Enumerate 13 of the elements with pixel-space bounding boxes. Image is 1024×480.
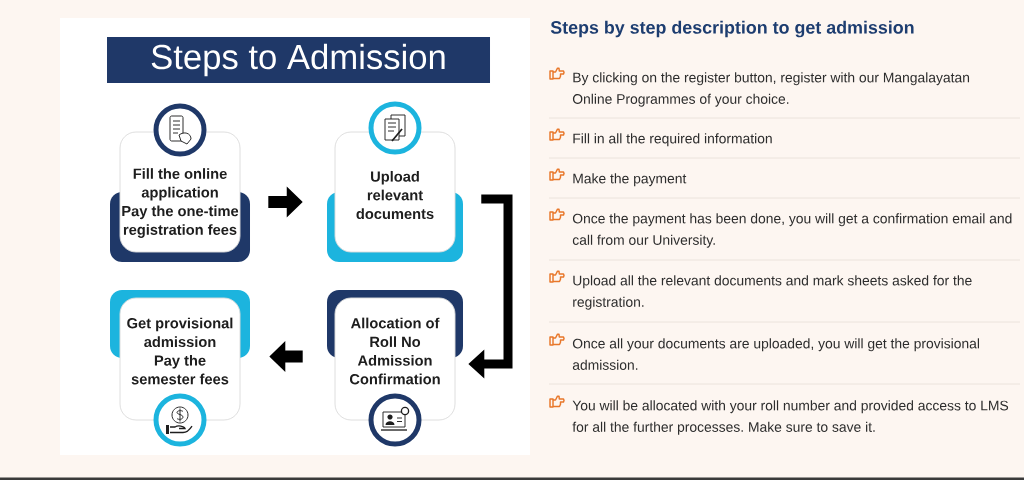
step-card: Fill the online application Pay the one-time registration fees (110, 131, 250, 262)
title-banner: Steps to Admission (107, 37, 490, 83)
step-card: Allocation of Roll No Admission Confirmation (327, 290, 463, 421)
list-item: Once all your documents are uploaded, you will get the provisional admission. (572, 338, 979, 370)
list-item: By clicking on the register button, register with our Mangalayatan Online Programmes of your choice. (572, 72, 970, 107)
list-item: Fill in all the required information (573, 133, 772, 147)
list-item: Once the payment has been done, you will get a confirmation email and call from our University. (572, 213, 1012, 248)
list-item: You will be allocated with your roll number and provided access to LMS for all the further processes. Make sure to save it. (572, 400, 1009, 435)
list-item: Make the payment (573, 173, 687, 187)
step-card: Get provisional admission Pay the semester fees (110, 290, 250, 421)
heading: Steps by step description to get admission (550, 20, 914, 38)
step-card: Upload relevant documents (327, 131, 463, 262)
list-item: Upload all the relevant documents and mark sheets asked for the registration. (573, 275, 972, 310)
